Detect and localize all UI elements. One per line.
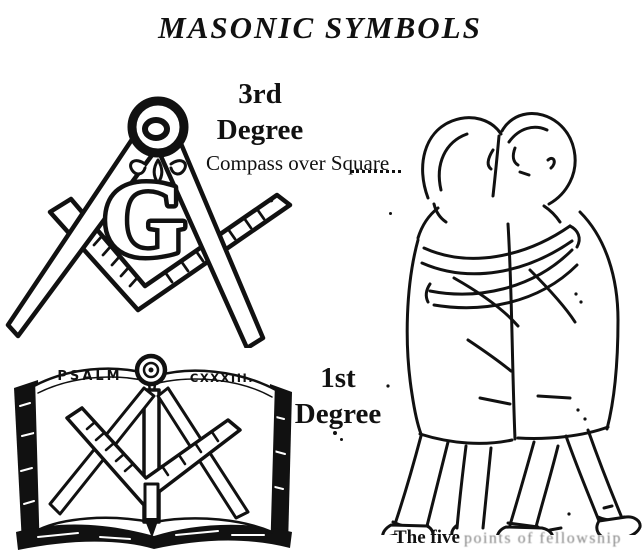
fellowship-caption: The five points of fellowship — [394, 527, 622, 549]
figure-heads — [421, 112, 577, 206]
scan-noise — [386, 292, 614, 535]
scan-noise-dot — [333, 431, 337, 435]
embracing-figures-illustration — [381, 112, 642, 535]
third-degree-line2: Degree — [216, 114, 304, 146]
compass-tool-icon — [5, 96, 266, 348]
fellowship-caption-bold: The five — [394, 527, 460, 548]
first-degree-line2: Degree — [294, 398, 382, 430]
hinge-ornament-icon — [129, 158, 187, 185]
fellowship-caption-faded: points of fellowship — [463, 530, 622, 547]
figure-torsos — [405, 210, 620, 445]
open-bible-icon: PSALM CXXXIII. — [14, 353, 292, 550]
third-degree-label: 3rd Degree — [200, 76, 320, 148]
figure-legs — [381, 428, 642, 535]
dotted-underline — [351, 170, 401, 173]
psalm-text: PSALM — [57, 369, 122, 384]
third-degree-line1: 3rd — [238, 78, 282, 110]
psalm-number-text: CXXXIII. — [190, 371, 254, 385]
square-and-compasses-icon: G — [5, 96, 293, 348]
scan-noise-dot — [389, 212, 392, 215]
page-title: MASONIC SYMBOLS — [158, 10, 482, 45]
scan-noise-dot — [340, 438, 343, 441]
first-degree-label: 1st Degree — [276, 360, 400, 432]
embracing-arms — [420, 224, 581, 310]
first-degree-line1: 1st — [320, 362, 356, 394]
rosette-hinge-icon — [134, 353, 168, 387]
letter-g: G — [102, 160, 186, 279]
